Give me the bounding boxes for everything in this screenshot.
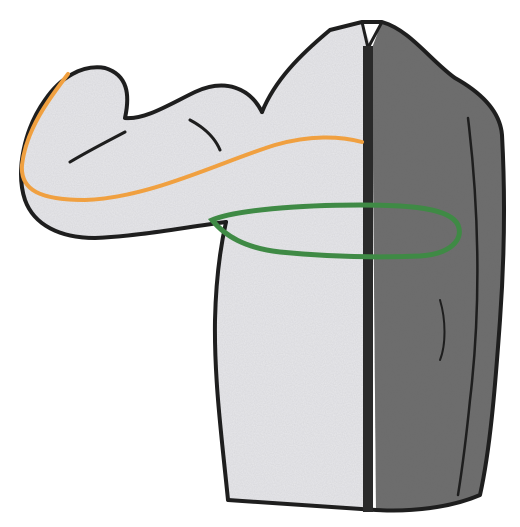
jacket-left-sleeve [21,67,262,238]
jacket-back-dark-panel [372,22,504,510]
center-back-seam [363,46,373,512]
